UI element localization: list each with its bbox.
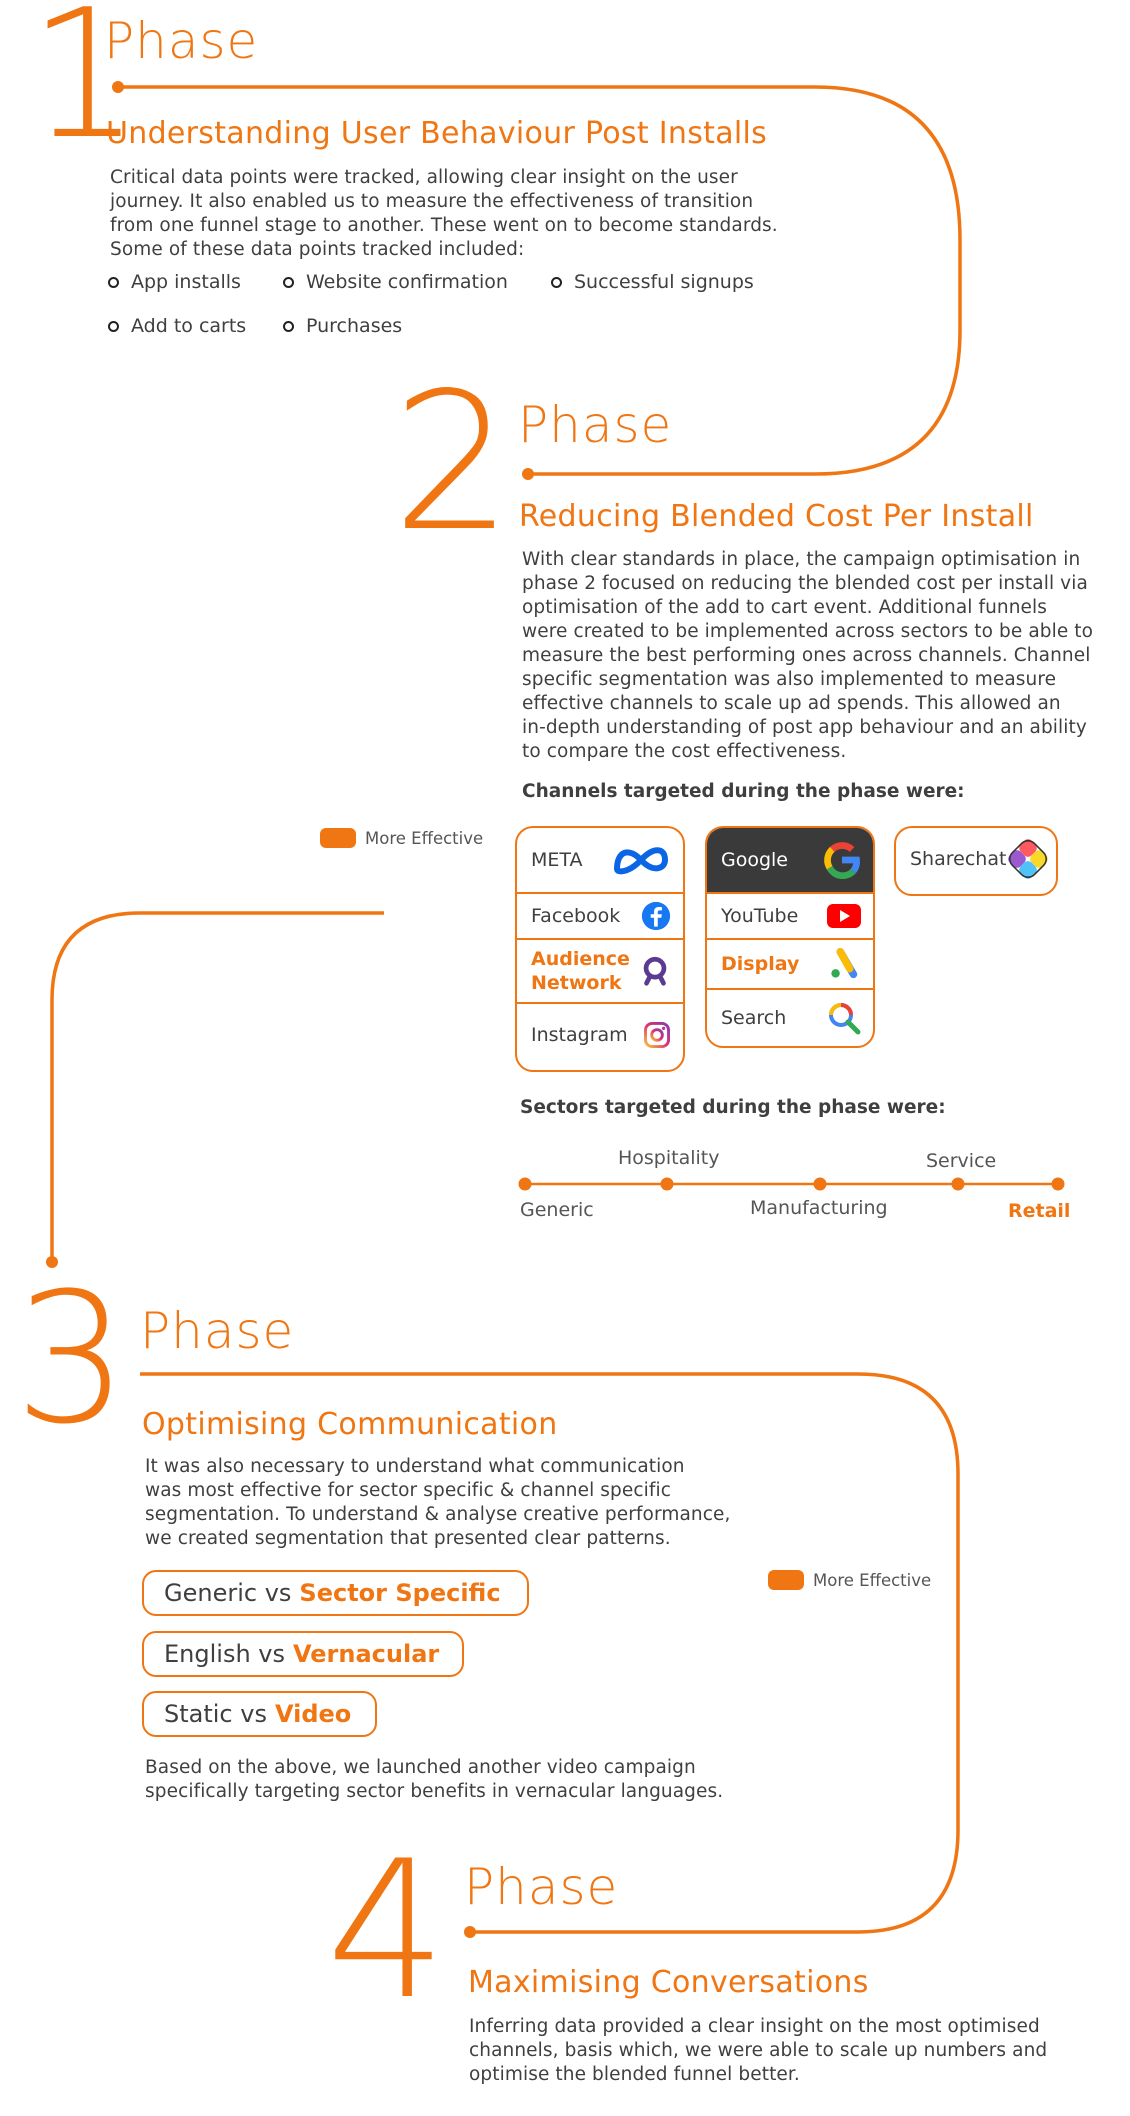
phase-3-body: It was also necessary to understand what… bbox=[145, 1456, 731, 1549]
google-display-row: Display bbox=[707, 938, 873, 988]
sector-service: Service bbox=[926, 1150, 997, 1172]
phase-1-label: Phase bbox=[104, 12, 259, 70]
bullet-successful-signups: Successful signups bbox=[551, 271, 754, 293]
search-icon bbox=[829, 1003, 861, 1035]
phase-2-label: Phase bbox=[518, 396, 673, 454]
google-youtube-row: YouTube bbox=[707, 892, 873, 938]
meta-instagram-row: Instagram bbox=[517, 1002, 683, 1065]
sectors-heading: Sectors targeted during the phase were: bbox=[520, 1097, 946, 1118]
sharechat-channel-box: Sharechat bbox=[894, 826, 1058, 896]
legend-swatch-2 bbox=[768, 1570, 804, 1590]
sector-manufacturing: Manufacturing bbox=[750, 1197, 888, 1219]
meta-logo-icon bbox=[614, 847, 668, 875]
phase-3-title: Optimising Communication bbox=[142, 1407, 558, 1442]
legend-swatch bbox=[320, 828, 356, 848]
bullet-website-confirmation: Website confirmation bbox=[283, 271, 508, 293]
google-search-row: Search bbox=[707, 988, 873, 1046]
meta-channel-box: META Facebook Audience Network Instagram bbox=[515, 826, 685, 1072]
sector-hospitality: Hospitality bbox=[618, 1147, 720, 1169]
instagram-icon bbox=[644, 1021, 670, 1048]
meta-facebook-row: Facebook bbox=[517, 892, 683, 938]
phase-2-body: With clear standards in place, the campa… bbox=[522, 549, 1094, 762]
audience-network-icon bbox=[643, 956, 667, 986]
phase-4-number: 4 bbox=[326, 1820, 447, 2041]
phase-2-title: Reducing Blended Cost Per Install bbox=[519, 499, 1034, 534]
sector-timeline bbox=[518, 1177, 1065, 1191]
phase-1-number: 1 bbox=[28, 0, 142, 178]
phase-3-number: 3 bbox=[14, 1255, 129, 1464]
sharechat-header: Sharechat bbox=[896, 828, 1056, 889]
phase-3-label: Phase bbox=[140, 1302, 295, 1360]
phase-4-body: Inferring data provided a clear insight … bbox=[469, 2016, 1048, 2085]
phase-1-title: Understanding User Behaviour Post Instal… bbox=[106, 116, 768, 151]
phase-3-footer: Based on the above, we launched another … bbox=[145, 1757, 724, 1802]
bullet-app-installs: App installs bbox=[108, 271, 241, 293]
meta-audience-network-row: Audience Network bbox=[517, 938, 683, 1002]
bullet-purchases: Purchases bbox=[283, 315, 402, 337]
display-icon bbox=[831, 948, 858, 979]
phase-4-label: Phase bbox=[464, 1858, 619, 1916]
sector-retail: Retail bbox=[1008, 1200, 1071, 1222]
channels-heading: Channels targeted during the phase were: bbox=[522, 781, 965, 802]
connector-phase2-3 bbox=[50, 911, 384, 1262]
connector-phase3-4 bbox=[140, 1372, 960, 1934]
legend-more-effective: More Effective bbox=[320, 828, 483, 848]
phase-2-number: 2 bbox=[392, 352, 513, 573]
phase-4-title: Maximising Conversations bbox=[468, 1965, 869, 2000]
google-header: Google bbox=[707, 828, 873, 892]
google-logo-icon bbox=[824, 842, 860, 879]
bullet-add-to-carts: Add to carts bbox=[108, 315, 246, 337]
google-channel-box: Google YouTube Display Search bbox=[705, 826, 875, 1048]
youtube-icon bbox=[827, 904, 861, 928]
sector-generic: Generic bbox=[520, 1199, 594, 1221]
sharechat-logo-icon bbox=[1008, 838, 1049, 879]
connector-phase1-2 bbox=[118, 85, 962, 476]
meta-header: META bbox=[517, 828, 683, 892]
phase-1-body: Critical data points were tracked, allow… bbox=[110, 167, 778, 260]
legend-more-effective-2: More Effective bbox=[768, 1570, 931, 1590]
facebook-icon bbox=[641, 901, 671, 931]
